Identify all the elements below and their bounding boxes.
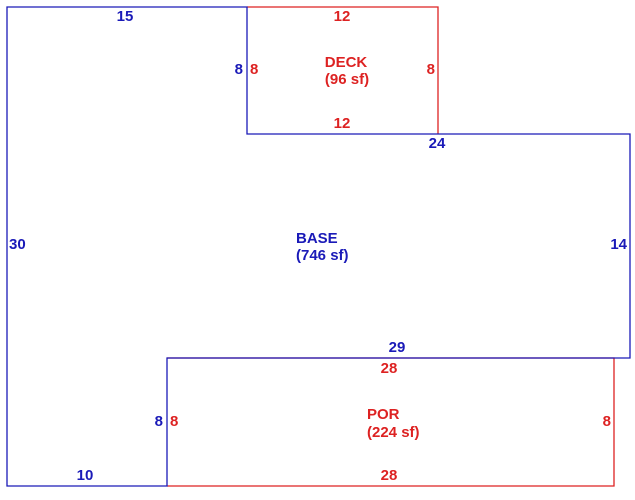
porch-name-label: POR: [367, 406, 400, 423]
porch-top-dimension: 28: [381, 360, 398, 377]
base-top-dimension: 15: [117, 8, 134, 25]
base-bottom-dimension: 10: [77, 467, 94, 484]
base-name-label: BASE: [296, 230, 338, 247]
porch-left-dimension: 8: [170, 413, 178, 430]
porch-bottom-dimension: 28: [381, 467, 398, 484]
base-outline: [6, 6, 631, 487]
base-right-dimension: 14: [610, 236, 627, 253]
base-deck-side-dimension: 8: [235, 61, 243, 78]
base-step-bottom-dimension: 29: [389, 339, 406, 356]
base-left-dimension: 30: [9, 236, 26, 253]
porch-right-dimension: 8: [603, 413, 611, 430]
deck-area-label: (96 sf): [325, 71, 369, 88]
base-area-label: (746 sf): [296, 247, 349, 264]
deck-top-dimension: 12: [334, 8, 351, 25]
porch-area-label: (224 sf): [367, 424, 420, 441]
base-porch-side-dimension: 8: [155, 413, 163, 430]
deck-right-dimension: 8: [427, 61, 435, 78]
base-step-top-dimension: 24: [429, 135, 446, 152]
deck-outline: [247, 6, 439, 134]
deck-bottom-dimension: 12: [334, 115, 351, 132]
deck-name-label: DECK: [325, 54, 368, 71]
deck-left-dimension: 8: [250, 61, 258, 78]
